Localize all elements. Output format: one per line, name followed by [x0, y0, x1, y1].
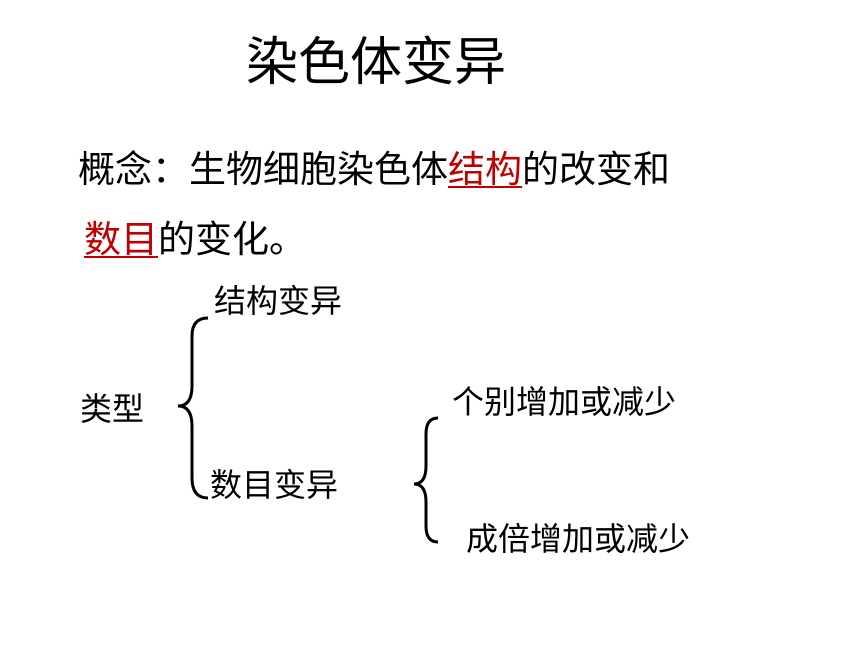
concept-suffix: 的变化。	[158, 218, 306, 261]
concept-definition: 概念：生物细胞染色体结构的改变和 数目的变化。	[78, 135, 670, 275]
numerical-variation-label: 数目变异	[210, 466, 339, 504]
slide-title: 染色体变异	[246, 33, 507, 93]
structural-variation-label: 结构变异	[214, 282, 343, 320]
keyword-number: 数目	[84, 218, 158, 261]
main-brace	[177, 316, 209, 500]
concept-middle: 的改变和	[522, 148, 670, 191]
multiple-change-label: 成倍增加或减少	[466, 520, 691, 558]
sub-brace	[413, 416, 439, 544]
individual-change-label: 个别增加或减少	[452, 383, 677, 421]
keyword-structure: 结构	[448, 148, 522, 191]
type-label: 类型	[80, 390, 145, 428]
concept-prefix: 概念：生物细胞染色体	[78, 148, 448, 191]
